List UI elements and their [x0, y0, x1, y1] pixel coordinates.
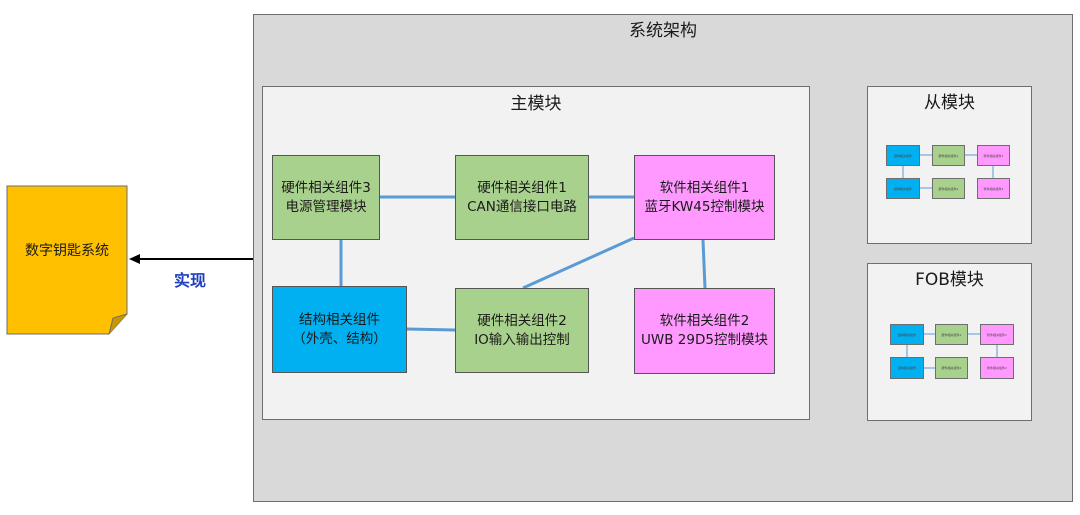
box-hardware-component-2: 硬件相关组件2 IO输入输出控制	[455, 288, 589, 373]
box-subtitle: 电源管理模块	[285, 198, 367, 215]
box-title: 软件相关组件1	[659, 179, 750, 196]
mini-label: 结构相关组件	[893, 186, 912, 191]
connector-sw1-sw2	[701, 239, 707, 289]
box-subtitle: CAN通信接口电路	[467, 198, 577, 215]
box-subtitle: （外壳、结构）	[292, 330, 387, 347]
connector-hw2-sw1	[522, 236, 635, 290]
slave-module-title: 从模块	[924, 93, 975, 113]
mini-label: 软件相关组件2	[987, 366, 1007, 370]
fob-mini-box: 软件相关组件2	[980, 357, 1014, 379]
mini-label: 硬件相关组件2	[938, 186, 959, 191]
box-title: 软件相关组件2	[659, 313, 750, 329]
document-label: 数字钥匙系统	[25, 243, 109, 259]
mini-label: 硬件相关组件1	[938, 153, 959, 158]
box-subtitle: UWB 29D5控制模块	[641, 332, 768, 348]
implement-arrow-head	[129, 254, 140, 264]
mini-label: 软件相关组件1	[983, 153, 1004, 158]
fob-mini-box: 结构相关组件	[890, 324, 924, 345]
box-software-component-1: 软件相关组件1 蓝牙KW45控制模块	[634, 155, 775, 240]
box-title: 硬件相关组件3	[281, 179, 371, 196]
main-module-title: 主模块	[510, 94, 562, 114]
box-hardware-component-3: 硬件相关组件3 电源管理模块	[272, 155, 380, 240]
mini-label: 结构相关组件	[897, 332, 916, 337]
box-hardware-component-1: 硬件相关组件1 CAN通信接口电路	[455, 155, 589, 240]
fob-mini-box: 硬件相关组件2	[935, 357, 968, 379]
document-fold	[108, 313, 128, 335]
slave-mini-box: 软件相关组件1	[977, 145, 1010, 166]
mini-label: 软件相关组件1	[987, 332, 1007, 337]
box-title: 硬件相关组件1	[477, 179, 567, 196]
box-subtitle: 蓝牙KW45控制模块	[644, 198, 765, 215]
mini-label: 结构相关组件	[893, 153, 912, 158]
fob-mini-box: 结构相关组件	[890, 357, 924, 379]
system-title: 系统架构	[629, 21, 697, 41]
slave-mini-box: 软件相关组件2	[977, 178, 1010, 199]
slave-mini-box: 硬件相关组件2	[932, 178, 965, 199]
fob-module-title: FOB模块	[915, 270, 984, 290]
fob-mini-box: 硬件相关组件1	[935, 324, 968, 345]
connector-struct-hw2	[406, 327, 456, 332]
box-subtitle: IO输入输出控制	[474, 331, 570, 348]
mini-label: 硬件相关组件1	[941, 332, 962, 337]
box-title: 结构相关组件	[299, 311, 380, 328]
box-structure-component: 结构相关组件 （外壳、结构）	[272, 286, 407, 373]
box-title: 硬件相关组件2	[477, 312, 567, 329]
slave-mini-box: 结构相关组件	[886, 145, 920, 166]
mini-label: 结构相关组件	[897, 366, 916, 370]
slave-mini-box: 结构相关组件	[886, 178, 920, 199]
mini-label: 硬件相关组件2	[941, 366, 962, 370]
mini-label: 软件相关组件2	[983, 186, 1004, 191]
implement-arrow-label: 实现	[173, 271, 206, 290]
slave-mini-box: 硬件相关组件1	[932, 145, 965, 166]
fob-mini-box: 软件相关组件1	[980, 324, 1014, 345]
box-software-component-2: 软件相关组件2 UWB 29D5控制模块	[634, 288, 775, 374]
